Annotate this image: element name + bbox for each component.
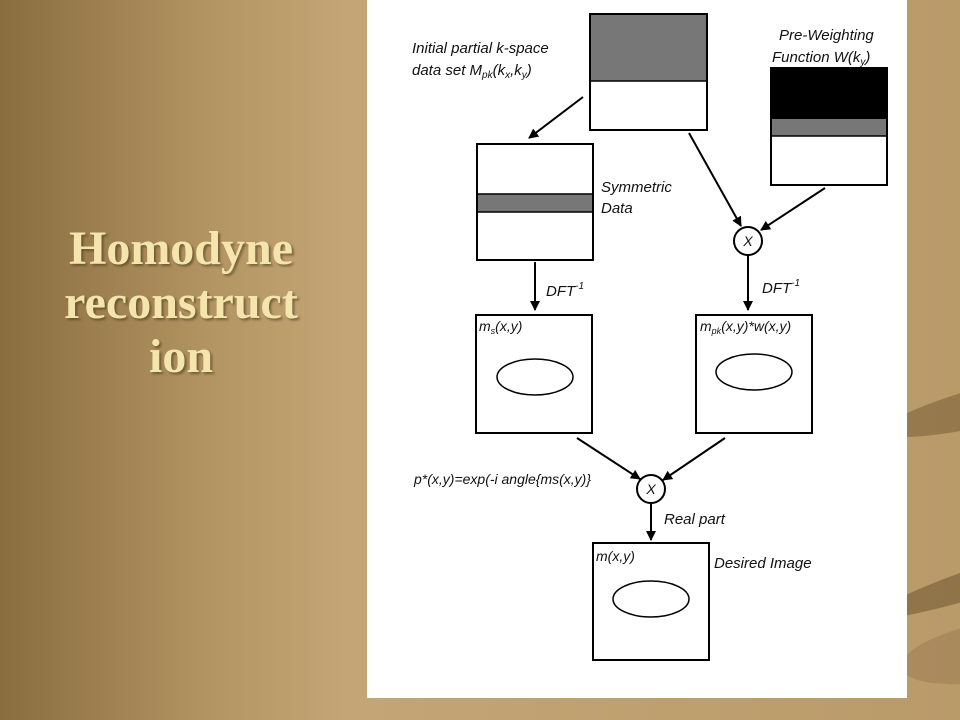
arrow-weighting-to-multiply: [760, 187, 826, 231]
symmetric-label-line2: Data: [601, 200, 633, 217]
desired-image-label: Desired Image: [714, 555, 812, 572]
kspace-label-line2: data set M: [412, 62, 483, 79]
desired-image-box: [592, 542, 710, 661]
weighting-label-sub: y: [859, 57, 866, 68]
slide-title-line-1: Homodyne: [68, 222, 293, 275]
mpk-label: mpk(x,y)*w(x,y): [700, 318, 791, 336]
weighting-label-line1: Pre-Weighting: [779, 27, 874, 44]
homodyne-flow-diagram: Initial partial k-space data set Mpk(kx,…: [412, 13, 888, 661]
multiply-node-bottom: X: [636, 474, 666, 504]
arrow-kspace-to-multiply: [688, 132, 742, 227]
weighting-label-close: ): [863, 49, 870, 66]
dft-right-label: DFT-1: [762, 278, 800, 297]
weighting-function-box: [770, 67, 888, 186]
symmetric-label: Symmetric Data: [601, 179, 676, 217]
kspace-label-args: (k: [493, 62, 507, 79]
slide-title: Homodyne reconstruct ion: [20, 222, 342, 384]
symmetric-label-line1: Symmetric: [601, 179, 672, 196]
slide-title-line-3: ion: [148, 330, 214, 383]
weighting-label: Pre-Weighting Function W(ky): [772, 27, 878, 68]
phase-label: p*(x,y)=exp(-i angle{ms(x,y)}: [413, 471, 591, 487]
slide-title-line-2: reconstruct: [64, 276, 298, 329]
weighting-label-line2: Function W(k: [772, 49, 862, 66]
kspace-data-box: [589, 13, 708, 131]
mpk-image-box: [695, 314, 813, 434]
dft-left-label: DFT-1: [546, 281, 584, 300]
arrow-to-symmetric: [528, 96, 584, 139]
ms-label: ms(x,y): [479, 318, 522, 336]
diagram-panel: Initial partial k-space data set Mpk(kx,…: [367, 0, 907, 698]
kspace-label: Initial partial k-space data set Mpk(kx,…: [412, 40, 553, 81]
real-part-label: Real part: [664, 511, 726, 528]
kspace-label-close: ): [525, 62, 532, 79]
multiply-node-top: X: [733, 226, 763, 256]
kspace-label-sub: pk: [481, 70, 494, 81]
kspace-label-comma: ,k: [510, 62, 523, 79]
symmetric-data-box: [476, 143, 594, 261]
multiply-symbol-top: X: [742, 233, 753, 249]
arrow-ms-to-multiply: [576, 437, 641, 480]
arrow-mpk-to-multiply: [662, 437, 726, 481]
kspace-label-kx-sub: x: [504, 70, 511, 81]
multiply-symbol-bottom: X: [645, 481, 656, 497]
ms-image-box: [475, 314, 593, 434]
kspace-label-ky-sub: y: [521, 70, 528, 81]
kspace-label-line1: Initial partial k-space: [412, 40, 549, 57]
m-label: m(x,y): [596, 548, 635, 564]
